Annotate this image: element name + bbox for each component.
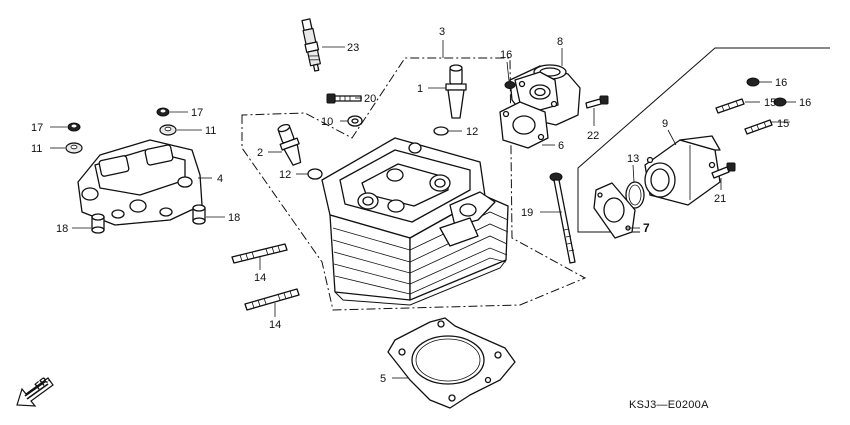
cylinder-head xyxy=(321,137,509,306)
dowel-pin-18-right xyxy=(192,204,225,225)
callout-3: 3 xyxy=(439,26,445,38)
callout-5: 5 xyxy=(380,373,386,385)
callout-10: 10 xyxy=(321,116,333,128)
o-ring-13 xyxy=(625,164,645,209)
stud-15-lower xyxy=(744,119,790,135)
stud-15-upper xyxy=(715,98,760,114)
bolt-19 xyxy=(540,172,576,264)
callout-8: 8 xyxy=(557,36,563,48)
o-ring-12-upper xyxy=(433,126,462,136)
callout-4: 4 xyxy=(217,173,223,185)
cylinder-head-cover xyxy=(77,139,212,226)
insulator-group-outline xyxy=(577,47,830,233)
intake-gasket xyxy=(499,101,555,149)
callout-11-left: 11 xyxy=(31,143,42,155)
callout-20: 20 xyxy=(364,93,376,105)
o-ring-12-lower xyxy=(296,168,323,180)
nut-16-intake xyxy=(504,61,516,89)
washer-10 xyxy=(340,115,363,127)
callout-19: 19 xyxy=(521,207,533,219)
nut-17-right xyxy=(156,107,188,117)
callout-16-intake: 16 xyxy=(500,49,512,61)
nut-17-left xyxy=(50,122,81,132)
insulator-gasket xyxy=(593,182,640,239)
callout-13: 13 xyxy=(627,153,639,165)
callout-18-right: 18 xyxy=(228,212,240,224)
callout-15-lower: 15 xyxy=(777,118,789,130)
callout-22: 22 xyxy=(587,130,599,142)
callout-14-lower: 14 xyxy=(269,319,281,331)
stud-14-upper xyxy=(231,243,288,270)
washer-11-right xyxy=(159,124,202,136)
callout-17-right: 17 xyxy=(191,107,203,119)
head-gasket xyxy=(387,317,516,409)
callout-12-lower: 12 xyxy=(279,169,291,181)
callout-14-upper: 14 xyxy=(254,272,266,284)
callout-16-lower: 16 xyxy=(799,97,811,109)
callout-6: 6 xyxy=(558,140,564,152)
callout-15-upper: 15 xyxy=(764,97,776,109)
spark-plug xyxy=(301,18,345,72)
nut-16-lower xyxy=(773,97,796,107)
stud-14-lower xyxy=(244,288,300,317)
assembly-group-outline xyxy=(241,57,587,311)
bolt-20 xyxy=(326,93,362,104)
callout-17-left: 17 xyxy=(31,122,43,134)
washer-11-left xyxy=(50,142,83,154)
valve-guide-2 xyxy=(268,123,302,166)
bolt-21 xyxy=(711,162,736,190)
callout-18-left: 18 xyxy=(56,223,68,235)
front-direction-arrow xyxy=(16,377,54,407)
callout-21: 21 xyxy=(714,193,726,205)
diagram-code: KSJ3—E0200A xyxy=(629,399,709,411)
callout-16-upper: 16 xyxy=(775,77,787,89)
callout-9: 9 xyxy=(662,118,668,130)
callout-12-upper: 12 xyxy=(466,126,478,138)
callout-11-right: 11 xyxy=(205,125,216,137)
bolt-22 xyxy=(585,95,609,126)
callout-7: 7 xyxy=(643,221,650,235)
insulator xyxy=(644,129,721,206)
nut-16-upper xyxy=(746,77,772,87)
valve-guide-1 xyxy=(428,64,467,119)
callout-23: 23 xyxy=(347,42,359,54)
callout-2: 2 xyxy=(257,147,263,159)
callout-1: 1 xyxy=(417,83,423,95)
dowel-pin-18-left xyxy=(72,213,105,234)
